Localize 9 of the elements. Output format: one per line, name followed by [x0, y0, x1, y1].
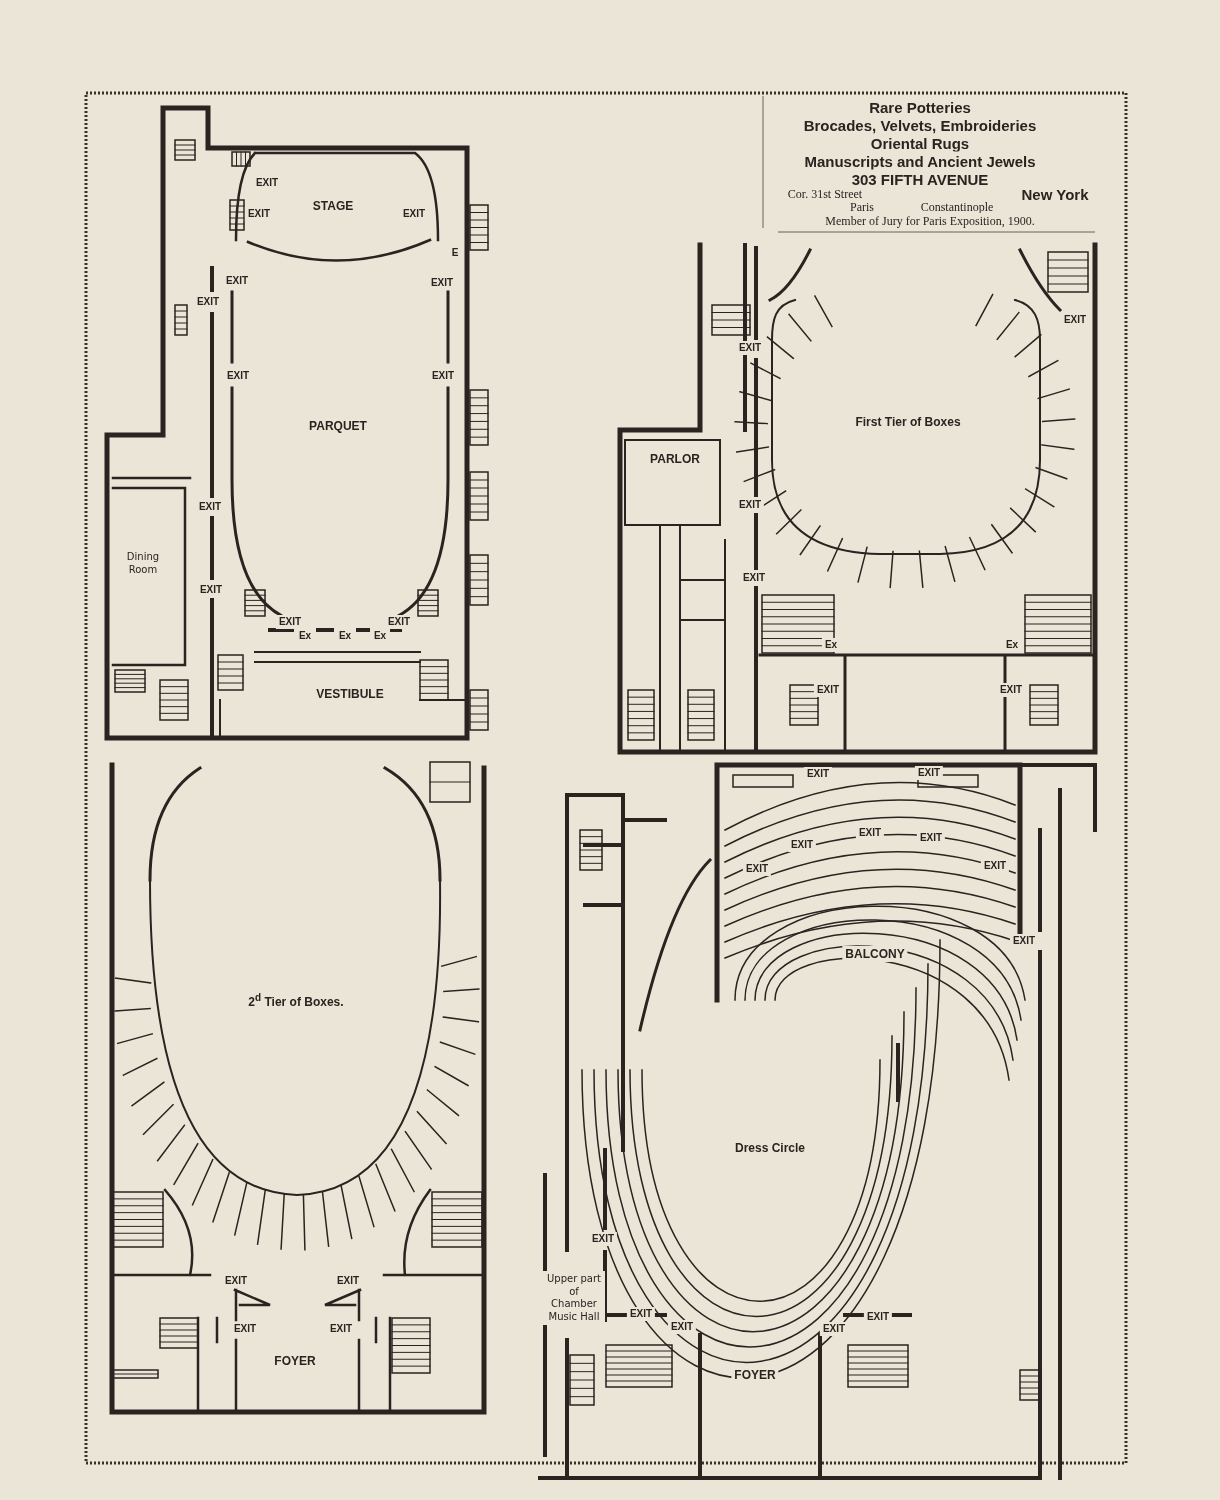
exit-label: EXIT [980, 859, 1010, 873]
exit-label: EXIT [667, 1320, 697, 1334]
exit-label: EXIT [855, 826, 885, 840]
room-label: BALCONY [842, 946, 908, 962]
exit-label: EXIT [787, 838, 817, 852]
room-label: PARQUET [306, 418, 370, 434]
exit-label: EXIT [742, 862, 772, 876]
room-label: Upper part of Chamber Music Hall [543, 1271, 605, 1325]
exit-label: EXIT [914, 766, 944, 780]
